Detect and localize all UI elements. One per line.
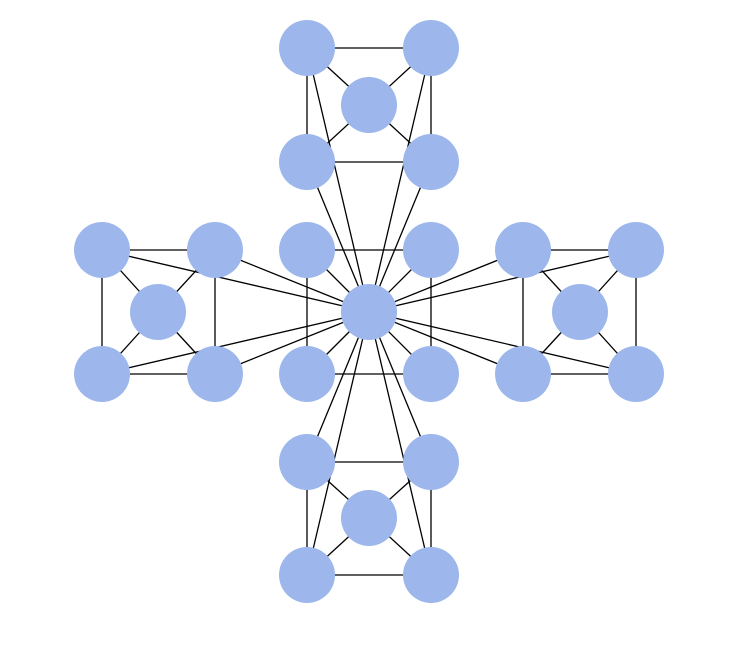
node-left-tr (187, 222, 243, 278)
node-center (341, 284, 397, 340)
node-left-bl (74, 346, 130, 402)
node-bottom-tl (279, 434, 335, 490)
node-inner-bl (279, 346, 335, 402)
edge-center-top-tl (306, 47, 370, 313)
edge-center-top-tr (368, 47, 432, 313)
node-right-center (552, 284, 608, 340)
node-top-center (341, 77, 397, 133)
node-right-tl (495, 222, 551, 278)
node-bottom-tr (403, 434, 459, 490)
node-bottom-bl (279, 547, 335, 603)
edge-center-left-tl (101, 249, 370, 313)
node-top-br (403, 134, 459, 190)
node-left-tl (74, 222, 130, 278)
node-inner-br (403, 346, 459, 402)
edge-center-left-bl (101, 311, 370, 375)
node-top-tl (279, 20, 335, 76)
edge-center-right-br (368, 311, 637, 375)
node-right-bl (495, 346, 551, 402)
node-right-br (608, 346, 664, 402)
node-bottom-center (341, 490, 397, 546)
node-top-tr (403, 20, 459, 76)
node-inner-tl (279, 222, 335, 278)
edge-center-bottom-br (368, 311, 432, 576)
node-top-bl (279, 134, 335, 190)
node-right-tr (608, 222, 664, 278)
node-left-br (187, 346, 243, 402)
node-inner-tr (403, 222, 459, 278)
edge-center-right-tr (368, 249, 637, 313)
node-bottom-br (403, 547, 459, 603)
nodes-layer (74, 20, 664, 603)
edge-center-bottom-bl (306, 311, 370, 576)
node-left-center (130, 284, 186, 340)
